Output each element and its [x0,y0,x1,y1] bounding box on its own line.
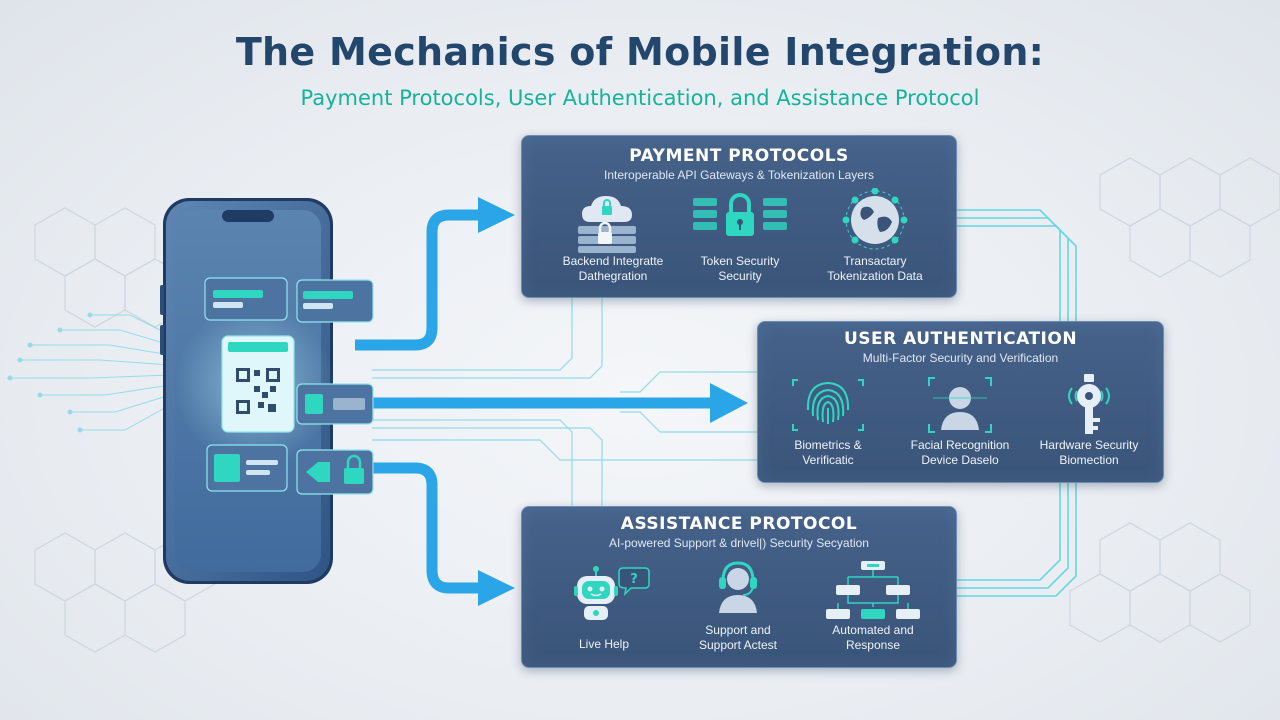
assist-item-support: Support and Support Actest [663,557,813,653]
auth-item-hardware: Hardware Security Biomection [1014,372,1164,468]
item-label-line2: Biomection [1059,453,1119,467]
item-label-line1: Biometrics & [794,438,862,452]
flowchart-icon [826,561,920,619]
arrow-to-assist [372,462,480,594]
arrow-to-payment [355,209,480,351]
item-label-line2: Support Actest [698,638,778,652]
hexagon-pattern-right [1069,157,1280,643]
item-label-line1: Automated and [832,623,914,637]
card-subtitle: AI-powered Support & drivel|) Security S… [609,536,869,550]
page-title: The Mechanics of Mobile Integration: [235,30,1045,74]
item-label-line1: Facial Recognition [910,438,1010,452]
item-label-line2: Dathegration [578,269,648,283]
item-label-line1: Token Security [700,254,780,268]
card-title: USER AUTHENTICATION [843,329,1078,349]
connector-lines-middle [372,298,757,506]
server-lock-icon [693,193,787,236]
fingerprint-icon [792,379,864,431]
payment-protocols-card: PAYMENT PROTOCOLS Interoperable API Gate… [521,135,957,298]
cloud-lock-server-icon [578,196,636,253]
item-label-line2: Verificatic [802,453,854,467]
auth-item-facial: Facial Recognition Device Daselo [885,372,1035,468]
assist-item-automated: Automated and Response [798,557,948,653]
globe-network-icon [842,188,908,250]
smartphone-illustration [160,198,374,584]
svg-text:?: ? [630,572,638,587]
circuit-lines-left [7,312,171,433]
item-label-line2: Security [718,269,762,283]
card-title: PAYMENT PROTOCOLS [629,146,849,166]
item-label-line2: Device Daselo [921,453,999,467]
assistance-protocol-card: ASSISTANCE PROTOCOL AI-powered Support &… [521,506,957,668]
item-label-line2: Tokenization Data [827,269,923,283]
arrow-heads [478,197,748,606]
card-subtitle: Interoperable API Gateways & Tokenizatio… [604,168,874,182]
item-label-line1: Transactary [843,254,907,268]
assist-item-live-help: ? Live Help [529,557,679,652]
payment-item-backend: Backend Integratte Dathegration [538,188,688,284]
item-label-line1: Hardware Security [1039,438,1139,452]
item-label-line2: Response [845,638,901,652]
item-label-line1: Live Help [578,637,630,651]
payment-item-transaction: Transactary Tokenization Data [800,188,950,284]
card-subtitle: Multi-Factor Security and Verification [862,351,1059,365]
flow-arrows [355,209,712,594]
headset-agent-icon [719,561,757,613]
item-label-line1: Backend Integratte [562,254,664,268]
payment-item-token: Token Security Security [665,188,815,284]
face-scan-icon [928,377,992,433]
card-title: ASSISTANCE PROTOCOL [620,514,858,534]
page-subtitle: Payment Protocols, User Authentication, … [300,86,980,110]
auth-item-biometrics: Biometrics & Verificatic [753,372,903,468]
qr-code-icon [236,368,280,414]
item-label-line1: Support and [705,623,771,637]
user-authentication-card: USER AUTHENTICATION Multi-Factor Securit… [757,321,1164,483]
robot-chat-icon: ? [574,566,650,620]
hardware-key-icon [1068,374,1110,434]
